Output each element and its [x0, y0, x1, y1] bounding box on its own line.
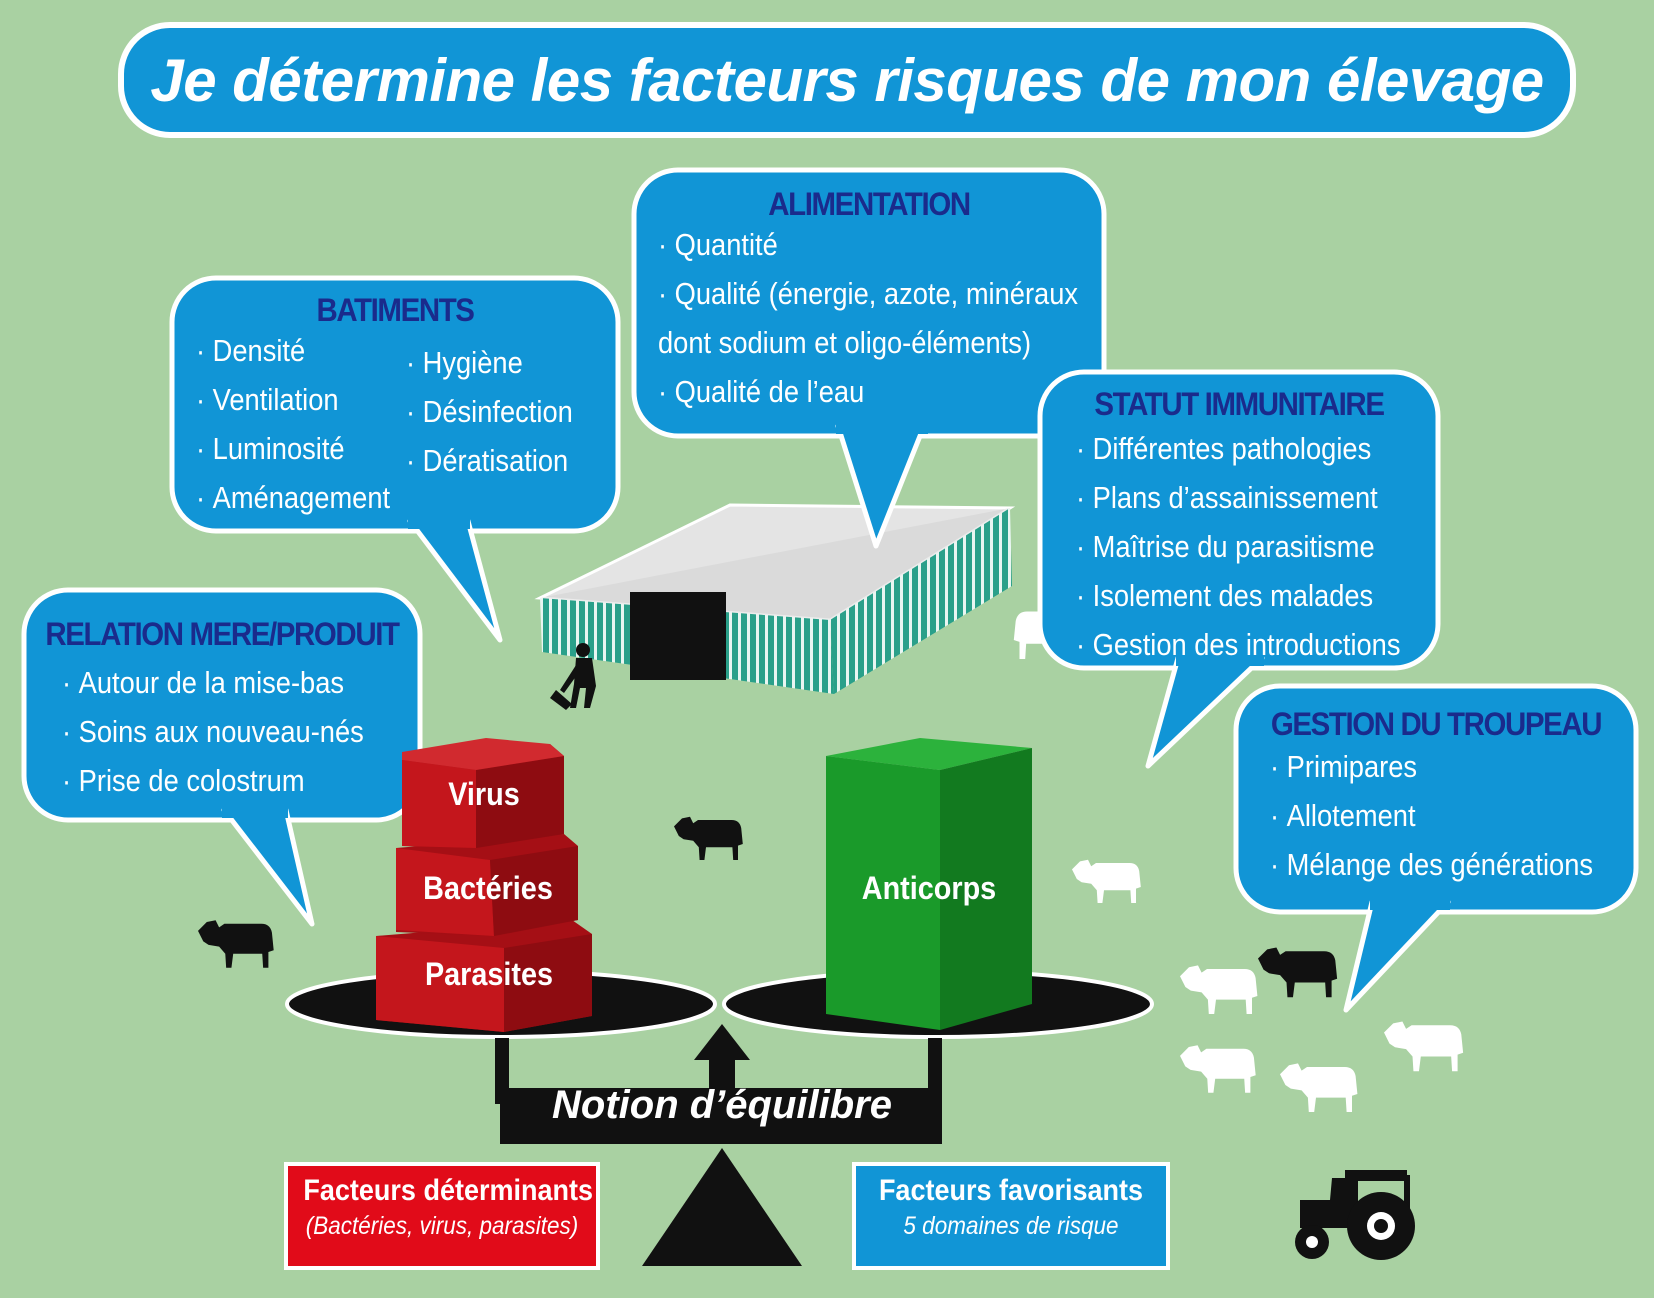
cow-icon [1180, 965, 1258, 1014]
cow-icon [1280, 1063, 1358, 1112]
balance-arrow-head [694, 1024, 750, 1060]
list-item: Différentes pathologies [1076, 424, 1401, 473]
gestion-list: Primipares Allotement Mélange des généra… [1270, 742, 1637, 889]
cow-icon [1180, 1045, 1256, 1093]
legend-favorisants-subtitle: 5 domaines de risque [903, 1212, 1119, 1240]
list-item: Luminosité [196, 424, 390, 473]
box-label-anticorps: Anticorps [861, 870, 997, 906]
barn [534, 503, 1016, 694]
relation-title: RELATION MERE/PRODUIT [45, 616, 400, 652]
cow-icon [674, 816, 743, 860]
list-item: Dératisation [406, 436, 573, 485]
green-box [826, 738, 1032, 1030]
alimentation-title: ALIMENTATION [768, 186, 971, 222]
list-item: Ventilation [196, 375, 390, 424]
list-item: Autour de la mise-bas [62, 658, 364, 707]
relation-list: Autour de la mise-bas Soins aux nouveau-… [62, 658, 405, 805]
balance-fulcrum [642, 1148, 802, 1266]
barn-door [630, 592, 726, 680]
legend-favorisants: Facteurs favorisants 5 domaines de risqu… [852, 1162, 1170, 1270]
list-item: Prise de colostrum [62, 756, 364, 805]
page-title: Je détermine les facteurs risques de mon… [150, 46, 1544, 114]
list-item: Soins aux nouveau-nés [62, 707, 364, 756]
cow-icon [198, 920, 274, 968]
alimentation-list: Quantité Qualité (énergie, azote, minéra… [658, 220, 1135, 416]
list-item: Aménagement [196, 473, 390, 522]
list-item: Qualité de l’eau [658, 367, 1078, 416]
list-item: Mélange des générations [1270, 840, 1593, 889]
list-item: Qualité (énergie, azote, minéraux [658, 269, 1078, 318]
list-item: Plans d’assainissement [1076, 473, 1401, 522]
batiments-title: BATIMENTS [316, 292, 474, 328]
box-label-virus: Virus [448, 776, 520, 812]
farmer-icon [550, 643, 596, 710]
legend-determinants-title: Facteurs déterminants [303, 1174, 594, 1207]
balance-label: Notion d’équilibre [552, 1083, 892, 1127]
list-item-continued: dont sodium et oligo-éléments) [658, 325, 1032, 360]
list-item: Désinfection [406, 387, 573, 436]
list-item: Primipares [1270, 742, 1593, 791]
list-item: Quantité [658, 220, 1078, 269]
statut-title: STATUT IMMUNITAIRE [1094, 386, 1385, 422]
legend-favorisants-title: Facteurs favorisants [878, 1174, 1144, 1207]
legend-determinants-subtitle: (Bactéries, virus, parasites) [305, 1212, 579, 1240]
list-item: Gestion des introductions [1076, 620, 1401, 669]
box-label-bacteries: Bactéries [423, 870, 553, 906]
legend-determinants: Facteurs déterminants (Bactéries, virus,… [284, 1162, 600, 1270]
balance-label-bar [500, 1088, 942, 1144]
gestion-title: GESTION DU TROUPEAU [1270, 706, 1603, 742]
tractor-icon [1295, 1170, 1415, 1260]
statut-list: Différentes pathologies Plans d’assainis… [1076, 424, 1445, 669]
list-item: Maîtrise du parasitisme [1076, 522, 1401, 571]
title-banner: Je détermine les facteurs risques de mon… [118, 22, 1576, 138]
list-item: Isolement des malades [1076, 571, 1401, 620]
cow-icon [1384, 1021, 1464, 1072]
list-item: Allotement [1270, 791, 1593, 840]
cow-icon [1258, 947, 1338, 998]
list-item: Densité [196, 326, 390, 375]
list-item: Hygiène [406, 338, 573, 387]
cow-icon [1072, 859, 1141, 903]
batiments-list-right: Hygiène Désinfection Dératisation [406, 338, 596, 485]
batiments-list-left: Densité Ventilation Luminosité Aménageme… [196, 326, 417, 522]
box-label-parasites: Parasites [424, 956, 554, 992]
red-box-stack [376, 738, 592, 1032]
